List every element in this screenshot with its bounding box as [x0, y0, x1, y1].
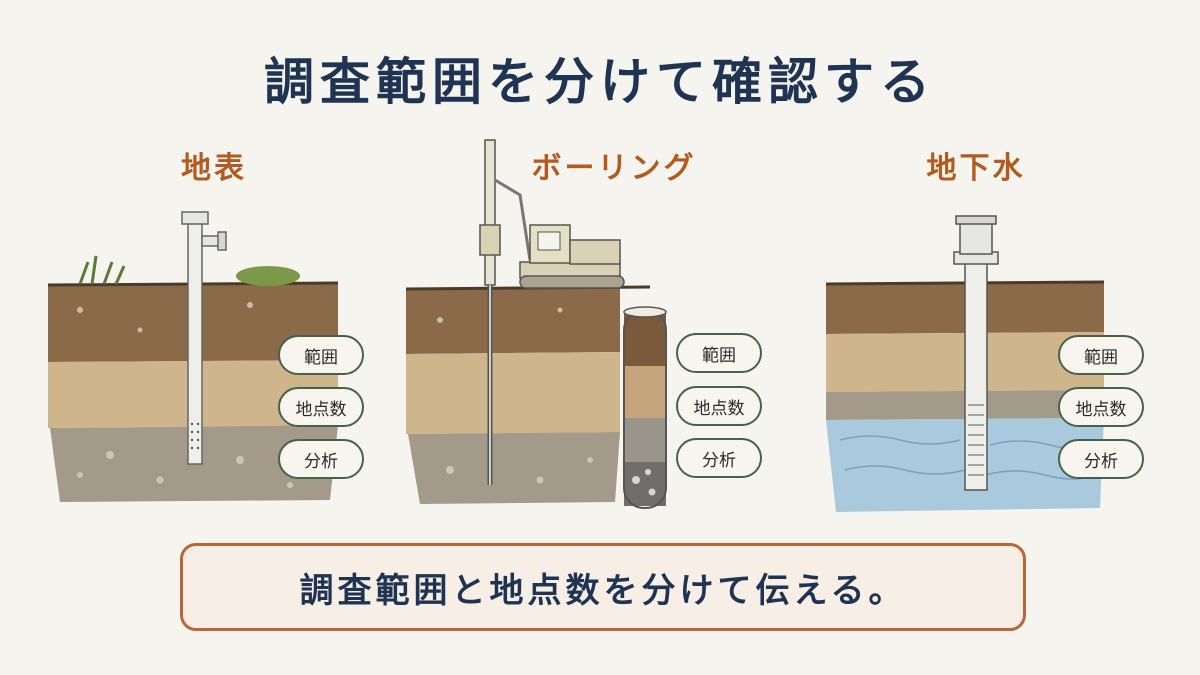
drilling-rig-icon	[479, 139, 625, 485]
summary-banner: 調査範囲と地点数を分けて伝える。	[180, 543, 1026, 631]
page-title: 調査範囲を分けて確認する	[264, 53, 936, 111]
label-analysis: 分析	[1058, 439, 1144, 479]
label-point-count: 地点数	[676, 386, 762, 426]
core-sample-icon	[623, 306, 667, 509]
label-point-count: 地点数	[1058, 387, 1144, 427]
label-point-count: 地点数	[278, 387, 364, 427]
panel-title-surface: 地表	[181, 151, 247, 186]
soil-sampler-icon	[181, 211, 227, 465]
shrub-icon	[236, 266, 300, 286]
panel-title-boring: ボーリング	[531, 151, 697, 186]
label-analysis: 分析	[278, 439, 364, 479]
groundwater-well-icon	[953, 215, 999, 491]
label-range: 範囲	[676, 333, 762, 373]
panel-title-groundwater: 地下水	[926, 151, 1026, 186]
grass-icon	[78, 255, 126, 285]
label-analysis: 分析	[676, 438, 762, 478]
label-range: 範囲	[1058, 335, 1144, 375]
label-range: 範囲	[278, 335, 364, 375]
